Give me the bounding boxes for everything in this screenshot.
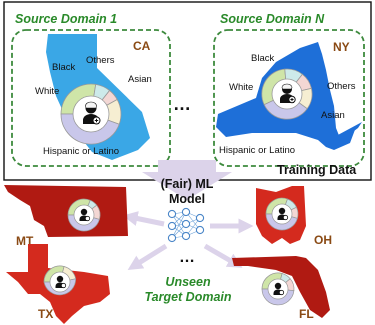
ny-demographic-pie	[261, 68, 313, 120]
ny-state-label: NY	[333, 40, 350, 54]
ny-person-icon	[280, 83, 296, 104]
ny-black-label: Black	[251, 53, 274, 64]
oh-state-label: OH	[314, 233, 332, 247]
source-domain-n-title: Source Domain N	[220, 12, 325, 26]
unseen-label-line1: Unseen	[165, 275, 211, 289]
ca-black-label: Black	[52, 62, 75, 73]
arrow-to-fl	[203, 243, 243, 268]
model-label-line2: Model	[169, 192, 205, 206]
arrow-to-tx	[127, 243, 168, 270]
ca-person-icon	[83, 101, 101, 125]
ca-others-label: Others	[86, 55, 115, 66]
ca-demographic-pie	[60, 83, 122, 145]
tx-demographic-pie	[43, 265, 77, 296]
training-to-model-arrow	[142, 160, 232, 200]
source-domain-1-title: Source Domain 1	[15, 12, 117, 26]
oh-demographic-pie	[265, 197, 299, 231]
model-label-line1: (Fair) ML	[161, 177, 214, 191]
source-domain-n-box	[213, 29, 365, 167]
unseen-label-line2: Target Domain	[144, 290, 231, 304]
source-domain-1-box	[11, 29, 171, 167]
fl-state-label: FL	[299, 307, 314, 321]
florida-map	[232, 256, 330, 318]
montana-map	[4, 185, 128, 237]
ny-white-label: White	[229, 82, 253, 93]
long-island-map	[336, 122, 362, 140]
domains-ellipsis: …	[173, 94, 191, 114]
training-data-label: Training Data	[277, 163, 357, 177]
tx-state-label: TX	[38, 307, 53, 321]
ca-asian-label: Asian	[128, 74, 152, 85]
ny-asian-label: Asian	[321, 110, 345, 121]
mt-demographic-pie	[67, 198, 101, 232]
ny-hispanic-label: Hispanic or Latino	[219, 145, 295, 156]
ca-state-label: CA	[133, 39, 151, 53]
target-ellipsis: …	[179, 249, 195, 266]
ca-hispanic-label: Hispanic or Latino	[43, 146, 119, 157]
ny-others-label: Others	[327, 81, 356, 92]
fl-demographic-pie	[261, 272, 295, 306]
neural-network-icon	[167, 207, 205, 243]
ca-white-label: White	[35, 86, 59, 97]
arrow-to-mt	[122, 211, 165, 227]
